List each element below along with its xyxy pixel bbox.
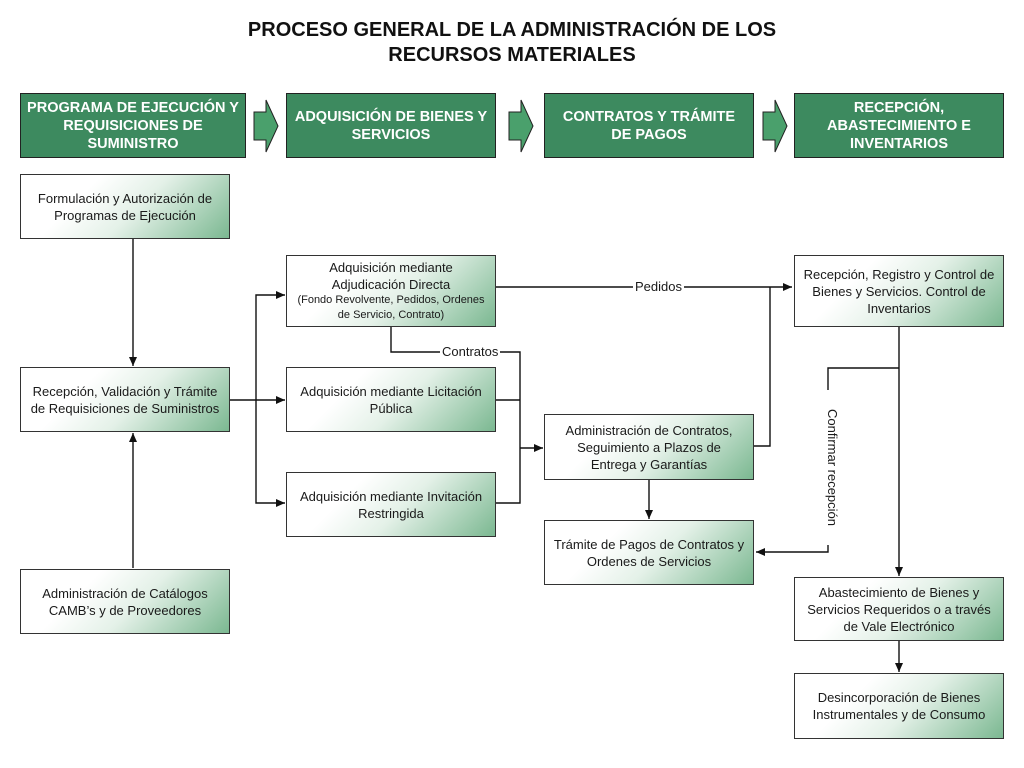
box-admin-contratos: Administración de Contratos, Seguimiento… [544,414,754,480]
box-recepcion-requisiciones: Recepción, Validación y Trámite de Requi… [20,367,230,432]
box-desincorporacion: Desincorporación de Bienes Instrumentale… [794,673,1004,739]
stage-header-contratos: CONTRATOS Y TRÁMITE DE PAGOS [544,93,754,158]
box-catalogos-text: Administración de Catálogos CAMB’s y de … [42,585,208,618]
box-formulacion: Formulación y Autorización de Programas … [20,174,230,239]
admin-contratos-to-recepcion [754,287,771,447]
stage-arrow-icon-3 [762,99,788,153]
box-licitacion: Adquisición mediante Licitación Pública [286,367,496,432]
box-recepcion-registro-text: Recepción, Registro y Control de Bienes … [803,266,995,316]
stage-header-recepcion: RECEPCIÓN, ABASTECIMIENTO E INVENTARIOS [794,93,1004,158]
stage-arrow-icon-2 [508,99,534,153]
box-admin-contratos-text: Administración de Contratos, Seguimiento… [565,422,733,472]
box-adjudicacion-detail: (Fondo Revolvente, Pedidos, Ordenes de S… [297,294,485,321]
box-adjudicacion: Adquisición mediante Adjudicación Direct… [286,255,496,327]
box-invitacion: Adquisición mediante Invitación Restring… [286,472,496,537]
box-formulacion-text: Formulación y Autorización de Programas … [37,190,213,223]
box-recepcion-registro: Recepción, Registro y Control de Bienes … [794,255,1004,327]
arrow-to-invitacion [255,400,285,507]
stage-header-adquisicion: ADQUISICIÓN DE BIENES Y SERVICIOS [286,93,496,158]
box-licitacion-text: Adquisición mediante Licitación Pública [300,383,482,416]
box-abastecimiento: Abastecimiento de Bienes y Servicios Req… [794,577,1004,641]
label-contratos: Contratos [440,344,501,359]
stage-arrow-icon-1 [253,99,279,153]
box-invitacion-text: Adquisición mediante Invitación Restring… [299,488,483,521]
title-line-1: PROCESO GENERAL DE LA ADMINISTRACIÓN DE … [247,19,777,41]
box-catalogos: Administración de Catálogos CAMB’s y de … [20,569,230,634]
box-abastecimiento-text: Abastecimiento de Bienes y Servicios Req… [807,584,991,634]
arrow-to-adjudicacion [255,291,285,400]
title-line-2: RECURSOS MATERIALES [388,44,636,66]
box-desincorporacion-text: Desincorporación de Bienes Instrumentale… [812,690,986,722]
box-adjudicacion-title: Adquisición mediante Adjudicación Direct… [329,260,453,292]
box-tramite-pagos: Trámite de Pagos de Contratos y Ordenes … [544,520,754,585]
label-confirmar-recepcion: Confirmar recepción [824,390,840,545]
box-tramite-pagos-text: Trámite de Pagos de Contratos y Ordenes … [553,536,745,569]
diagram-title: PROCESO GENERAL DE LA ADMINISTRACIÓN DE … [0,18,1024,68]
box-recepcion-requisiciones-text: Recepción, Validación y Trámite de Requi… [30,383,220,416]
invitacion-connector [496,448,521,504]
label-pedidos: Pedidos [633,279,684,294]
stage-header-programa: PROGRAMA DE EJECUCIÓN Y REQUISICIONES DE… [20,93,246,158]
